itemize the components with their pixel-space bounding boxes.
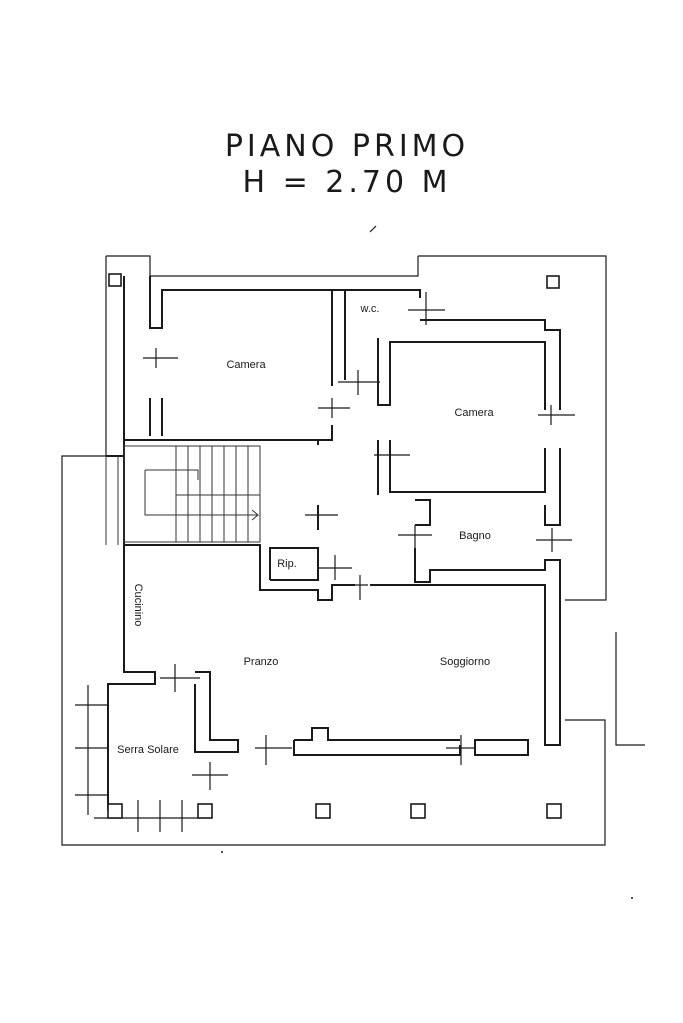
staircase <box>105 445 261 545</box>
plan-title: PIANO PRIMO <box>225 129 469 164</box>
room-label-bagno: Bagno <box>459 530 491 542</box>
room-label-camera-right: Camera <box>454 407 494 419</box>
north-mark <box>369 225 377 233</box>
dot-mark <box>631 897 633 899</box>
dot-mark <box>221 851 223 853</box>
room-label-serra-solare: Serra Solare <box>117 744 179 756</box>
terrace-outline <box>61 255 645 846</box>
room-label-cucinino: Cucinino <box>132 584 144 627</box>
room-label-pranzo: Pranzo <box>244 656 279 668</box>
openings <box>75 292 575 832</box>
room-label-rip: Rip. <box>277 558 297 570</box>
room-label-wc: w.c. <box>360 303 380 315</box>
walls <box>106 276 561 810</box>
plan-height: H = 2.70 M <box>243 165 452 200</box>
room-label-soggiorno: Soggiorno <box>440 656 490 668</box>
room-label-camera-left: Camera <box>226 359 266 371</box>
columns <box>107 273 562 819</box>
